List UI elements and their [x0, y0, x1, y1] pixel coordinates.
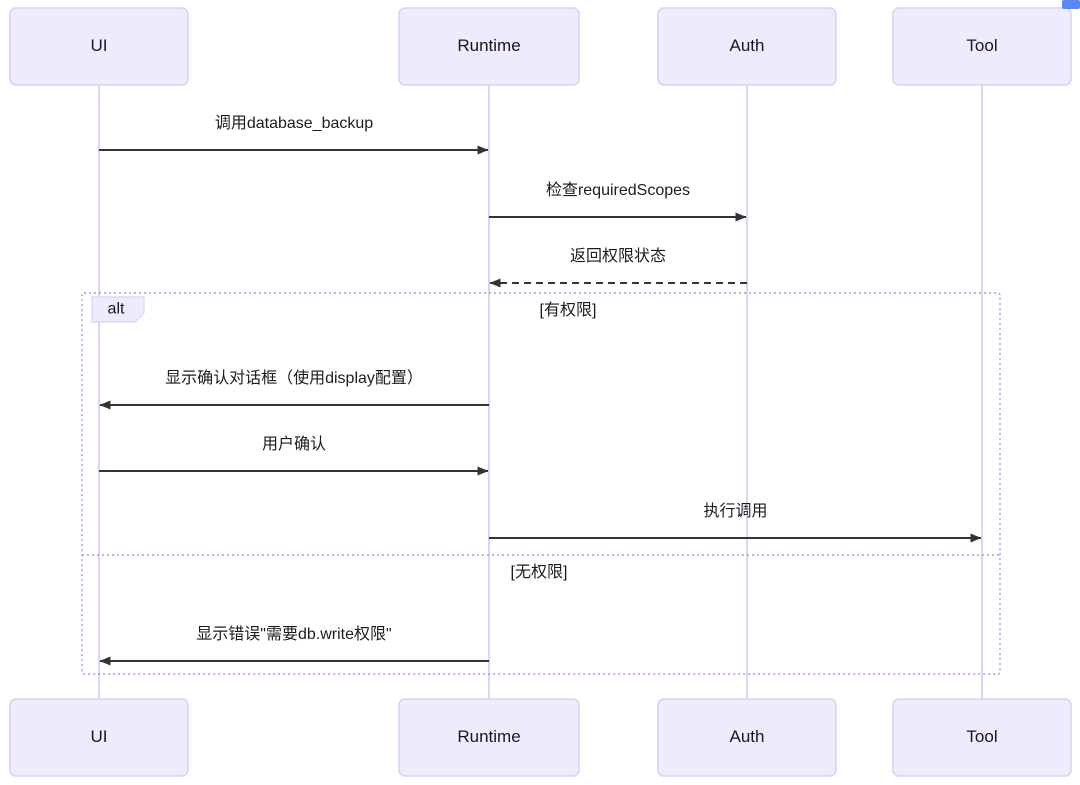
message-m4: 显示确认对话框（使用display配置） — [99, 369, 489, 410]
corner-accent-chip — [1062, 0, 1080, 9]
participant-box-tool-top[interactable] — [892, 7, 1072, 86]
participant-runtime-top[interactable]: Runtime — [398, 7, 580, 86]
participant-label-auth-bottom: Auth — [730, 727, 765, 746]
message-m3: 返回权限状态 — [489, 247, 747, 288]
message-label-m1: 调用database_backup — [215, 114, 373, 132]
participant-label-runtime-top: Runtime — [457, 36, 520, 55]
participant-tool-bottom[interactable]: Tool — [892, 698, 1072, 777]
participant-label-auth-top: Auth — [730, 36, 765, 55]
participant-runtime-bottom[interactable]: Runtime — [398, 698, 580, 777]
participant-tool-top[interactable]: Tool — [892, 7, 1072, 86]
participant-label-runtime-bottom: Runtime — [457, 727, 520, 746]
participant-ui-bottom[interactable]: UI — [9, 698, 189, 777]
participant-label-tool-bottom: Tool — [966, 727, 997, 746]
lifelines-layer — [98, 85, 983, 699]
message-m6: 执行调用 — [489, 502, 982, 543]
message-label-m5: 用户确认 — [262, 435, 326, 453]
message-label-m6: 执行调用 — [703, 502, 767, 520]
alt-fragment-layer: alt [有权限] [无权限] — [81, 292, 1001, 675]
message-label-m3: 返回权限状态 — [570, 247, 666, 265]
participant-ui-top[interactable]: UI — [9, 7, 189, 86]
participant-auth-top[interactable]: Auth — [657, 7, 837, 86]
message-label-m7: 显示错误"需要db.write权限" — [196, 625, 391, 643]
alt-tag-shape — [91, 296, 145, 323]
participant-label-ui-top: UI — [91, 36, 108, 55]
participant-label-tool-top: Tool — [966, 36, 997, 55]
message-m5: 用户确认 — [99, 435, 489, 476]
alt-fragment-frame — [81, 292, 1001, 675]
participant-auth-bottom[interactable]: Auth — [657, 698, 837, 777]
participant-box-runtime-bottom[interactable] — [398, 698, 580, 777]
alt-tag-label: alt — [108, 301, 125, 318]
messages-layer: 调用database_backup 检查requiredScopes 返回权限状态显… — [99, 114, 982, 666]
cond-has-permission: [有权限] — [540, 301, 597, 319]
participant-box-runtime-top[interactable] — [398, 7, 580, 86]
participant-box-ui-top[interactable] — [9, 7, 189, 86]
message-m7: 显示错误"需要db.write权限" — [99, 625, 489, 666]
participant-box-tool-bottom[interactable] — [892, 698, 1072, 777]
participant-box-ui-bottom[interactable] — [9, 698, 189, 777]
message-m1: 调用database_backup — [99, 114, 489, 155]
participant-box-auth-bottom[interactable] — [657, 698, 837, 777]
participant-box-auth-top[interactable] — [657, 7, 837, 86]
participant-label-ui-bottom: UI — [91, 727, 108, 746]
message-label-m2: 检查requiredScopes — [546, 181, 690, 199]
cond-no-permission: [无权限] — [511, 563, 568, 581]
message-m2: 检查requiredScopes — [489, 181, 747, 222]
message-label-m4: 显示确认对话框（使用display配置） — [165, 369, 423, 387]
